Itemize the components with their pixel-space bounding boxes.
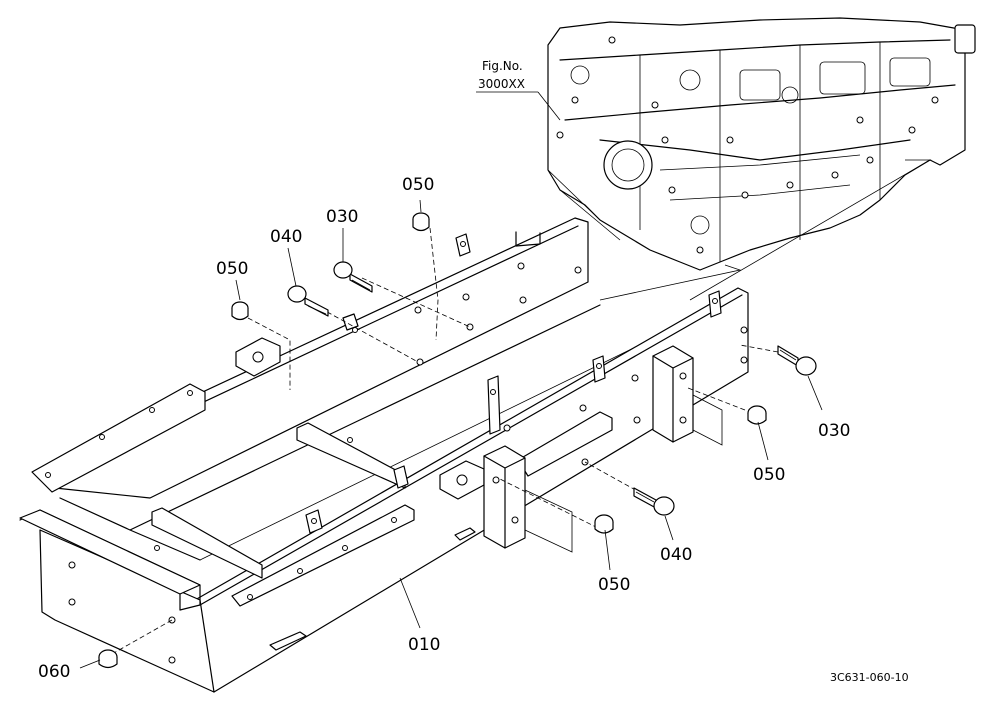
callout-060: 060 [38, 662, 70, 682]
callout-030-right: 030 [818, 421, 850, 441]
nut-050-bottom [594, 514, 614, 534]
nut-050-left [231, 301, 249, 321]
callout-050-bottom: 050 [598, 575, 630, 595]
callout-050-left: 050 [216, 259, 248, 279]
assembly-lines [104, 227, 779, 659]
callout-leaders [79, 199, 823, 669]
plug-060 [98, 649, 118, 669]
bolt-030-top [333, 261, 373, 293]
callout-030-top: 030 [326, 207, 358, 227]
bolt-040-top [287, 285, 329, 317]
fasteners [98, 212, 817, 669]
fig-ref-leader [537, 91, 561, 121]
figure-ref-line2: 3000XX [478, 77, 525, 91]
engine-ref-line-right [689, 159, 932, 301]
callout-010: 010 [408, 635, 440, 655]
figure-ref-line1: Fig.No. [482, 59, 523, 73]
callout-040-bottom: 040 [660, 545, 692, 565]
frame-assembly [19, 217, 749, 693]
nut-050-right [747, 405, 767, 425]
drawing-code: 3C631-060-10 [830, 671, 909, 684]
callout-050-top: 050 [402, 175, 434, 195]
bolt-030-right [777, 345, 817, 376]
engine-block [547, 17, 976, 271]
engine-ref-line [599, 264, 742, 301]
callout-040-top: 040 [270, 227, 302, 247]
callout-050-right: 050 [753, 465, 785, 485]
bolt-040-bottom [633, 487, 675, 516]
nut-050-top [412, 212, 430, 232]
